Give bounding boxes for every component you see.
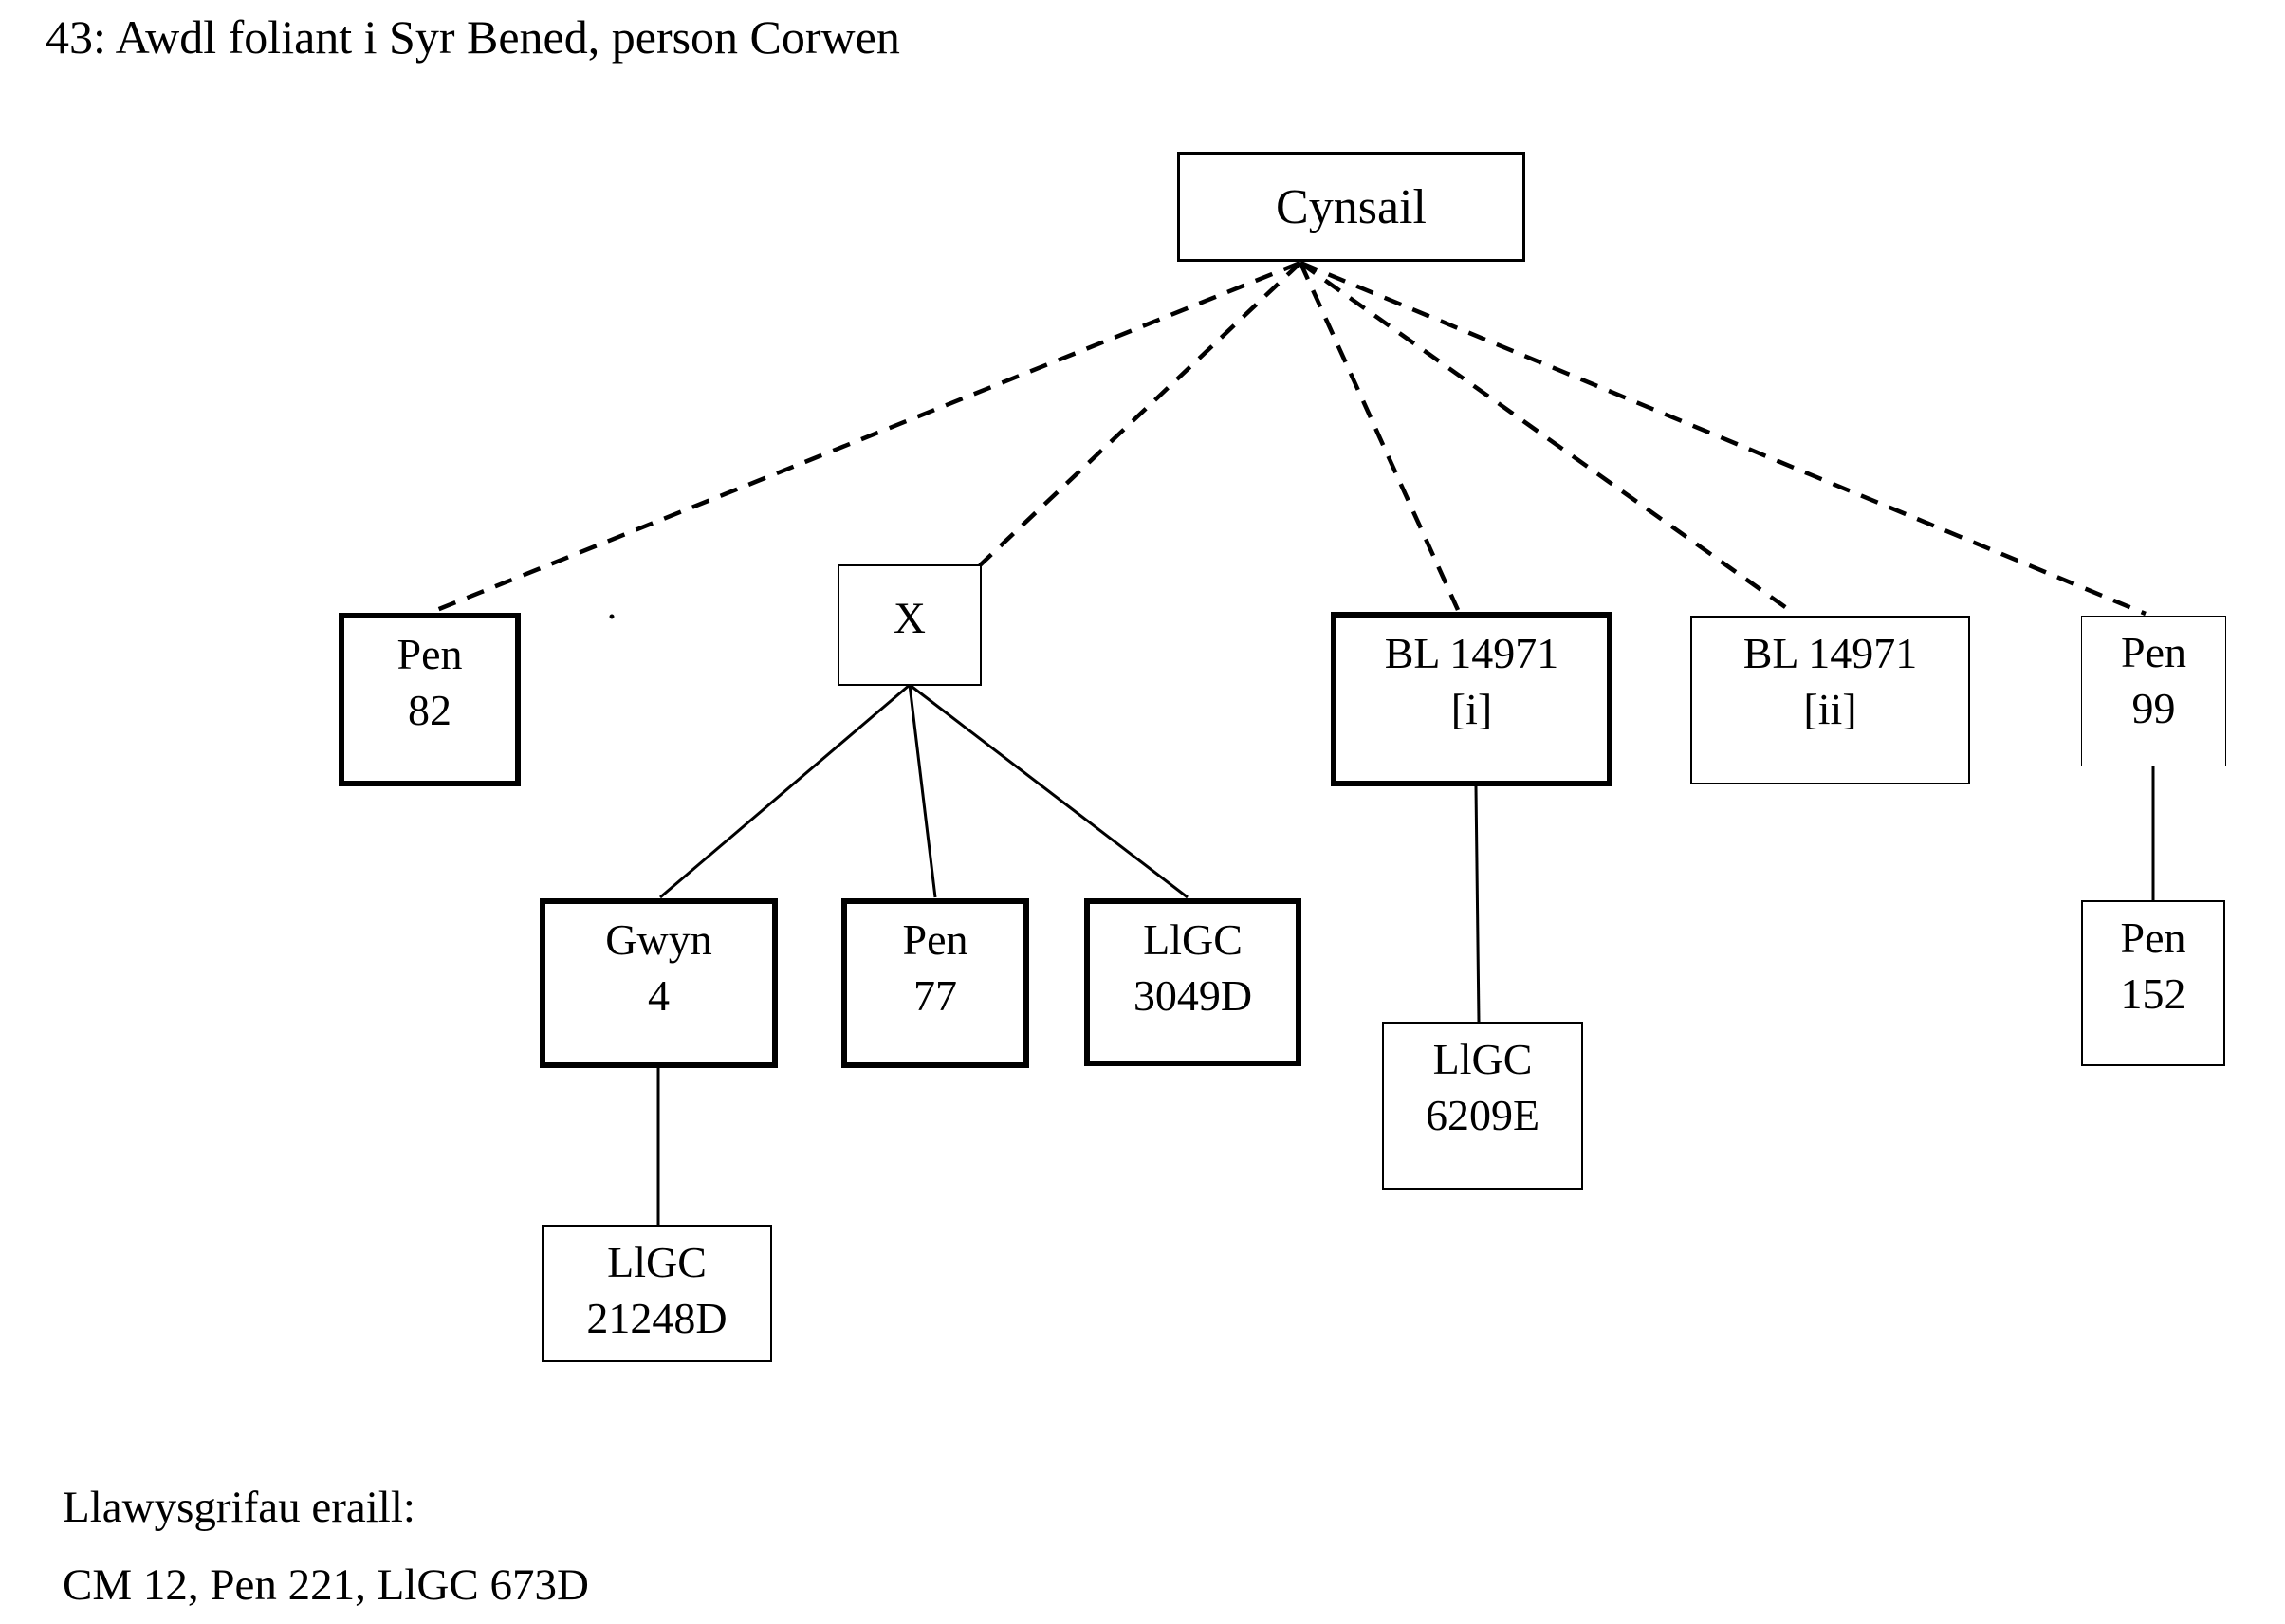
node-label: LlGC [1432,1035,1533,1083]
node-label: BL 14971 [1384,629,1559,677]
node-label: 3049D [1133,971,1253,1020]
node-llgc-6209e: LlGC 6209E [1382,1022,1583,1190]
stray-dot [609,614,615,619]
node-pen-152: Pen 152 [2081,900,2225,1066]
node-pen-82: Pen 82 [339,613,521,786]
node-label: 152 [2120,969,2186,1018]
node-label: 99 [2131,684,2176,732]
node-pen-99: Pen 99 [2081,616,2226,766]
node-label: BL 14971 [1742,629,1918,677]
footer-other-manuscripts: Llawysgrifau eraill: CM 12, Pen 221, LlG… [63,1468,589,1624]
node-label: Pen [396,630,463,678]
node-label: [ii] [1803,685,1857,733]
node-label: 77 [913,971,957,1020]
dashed-edges [433,260,2147,617]
node-label: 6209E [1425,1091,1540,1139]
node-label: 21248D [586,1294,728,1342]
node-cynsail: Cynsail [1177,152,1525,262]
node-bl-14971-i: BL 14971 [i] [1331,612,1612,786]
footer-heading: Llawysgrifau eraill: [63,1483,415,1532]
node-label: Pen [2120,914,2186,962]
node-label: Pen [902,915,968,964]
node-gwyn-4: Gwyn 4 [540,898,778,1068]
node-bl-14971-ii: BL 14971 [ii] [1690,616,1970,784]
node-llgc-21248d: LlGC 21248D [542,1225,772,1362]
node-label: Pen [2121,628,2186,676]
footer-manuscript-list: CM 12, Pen 221, LlGC 673D [63,1560,589,1610]
node-label: Cynsail [1276,179,1427,234]
node-label: LlGC [607,1238,707,1286]
node-label: 4 [648,971,670,1020]
node-label: 82 [408,686,451,734]
node-x-hypothetical: X [838,564,982,686]
node-label: LlGC [1143,915,1243,964]
node-llgc-3049d: LlGC 3049D [1084,898,1301,1066]
node-label: [i] [1450,685,1493,733]
node-pen-77: Pen 77 [841,898,1029,1068]
page-title: 43: Awdl foliant i Syr Bened, person Cor… [46,10,900,64]
node-label: Gwyn [605,915,712,964]
node-label: X [894,593,926,643]
